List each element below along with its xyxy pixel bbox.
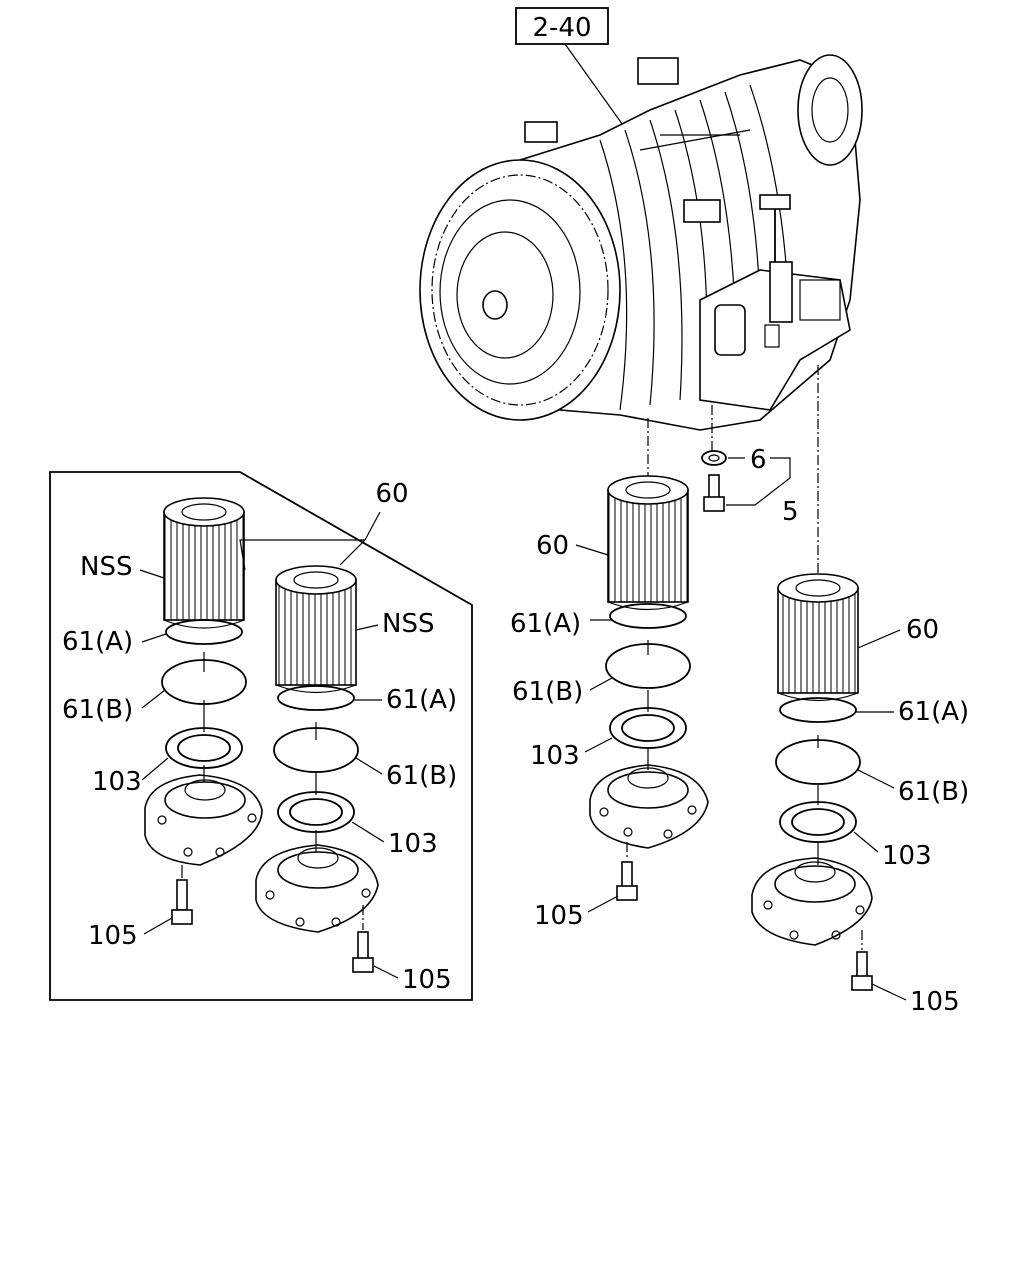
mid-oring-61a[interactable] [609,603,687,629]
inset-left-oring-61a[interactable] [165,619,243,645]
inset-right-bolt-105[interactable] [352,931,374,973]
drain-bolt-5[interactable] [703,474,725,512]
inset-right-gasket-103[interactable] [277,791,355,833]
label-inset-105-right: 105 [402,965,452,995]
reference-label: 2-40 [532,13,591,43]
label-right-61b: 61(B) [898,777,969,807]
label-washer-6: 6 [750,445,767,475]
label-inset-61a-left: 61(A) [62,627,133,657]
right-gasket-103[interactable] [779,801,857,843]
inset-right-oring-61a[interactable] [277,685,355,711]
label-inset-61a-right: 61(A) [386,685,457,715]
inset-left-cover[interactable] [144,774,263,866]
label-inset-105-left: 105 [88,921,138,951]
label-mid-60: 60 [536,531,569,561]
label-inset-nss-right: NSS [382,609,434,639]
right-filter-element[interactable] [777,573,859,702]
mid-cover[interactable] [589,764,709,849]
label-mid-103: 103 [530,741,580,771]
label-right-61a: 61(A) [898,697,969,727]
right-oring-61a[interactable] [779,697,857,723]
inset-left-gasket-103[interactable] [165,727,243,769]
right-bolt-105[interactable] [851,951,873,991]
mid-filter-element[interactable] [607,475,689,611]
right-cover[interactable] [751,857,873,946]
label-right-60: 60 [906,615,939,645]
label-right-105: 105 [910,987,960,1017]
inset-right-cover[interactable] [255,844,379,933]
label-inset-60: 60 [375,479,408,509]
mid-gasket-103[interactable] [609,707,687,749]
washer-6[interactable] [701,450,727,466]
label-inset-nss-left: NSS [80,552,132,582]
transmission-assembly [419,54,863,431]
inset-left-bolt-105[interactable] [171,879,193,925]
label-right-103: 103 [882,841,932,871]
inset-right-filter-element[interactable] [275,565,357,694]
reference-box[interactable]: 2-40 [515,7,626,129]
inset-left-filter-element[interactable] [163,497,245,629]
label-mid-61a: 61(A) [510,609,581,639]
inset-panel [49,471,473,1001]
label-inset-61b-right: 61(B) [386,761,457,791]
label-inset-61b-left: 61(B) [62,695,133,725]
label-inset-103-right: 103 [388,829,438,859]
mid-bolt-105[interactable] [616,861,638,901]
label-inset-103-left: 103 [92,767,142,797]
label-mid-61b: 61(B) [512,677,583,707]
label-mid-105: 105 [534,901,584,931]
label-bolt-5: 5 [782,497,799,527]
